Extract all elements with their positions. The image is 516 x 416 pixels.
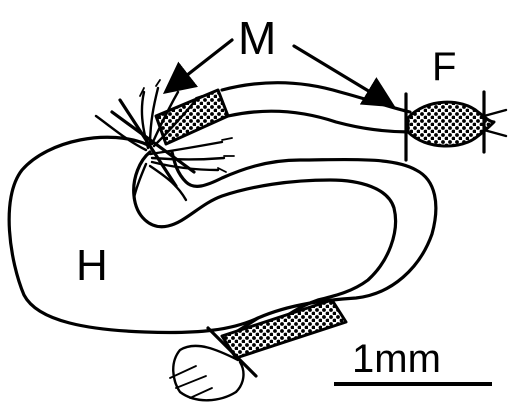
m-arrow-right bbox=[294, 46, 390, 104]
m-arrow-left bbox=[168, 40, 232, 90]
upper-dotted-segment bbox=[156, 90, 228, 144]
label-f: F bbox=[432, 45, 456, 89]
scale-label: 1mm bbox=[352, 337, 441, 381]
coiled-tube-outline bbox=[9, 137, 436, 332]
upper-duct bbox=[222, 83, 410, 132]
f-spindle bbox=[408, 102, 494, 146]
label-h: H bbox=[76, 241, 108, 290]
label-m: M bbox=[238, 12, 276, 64]
